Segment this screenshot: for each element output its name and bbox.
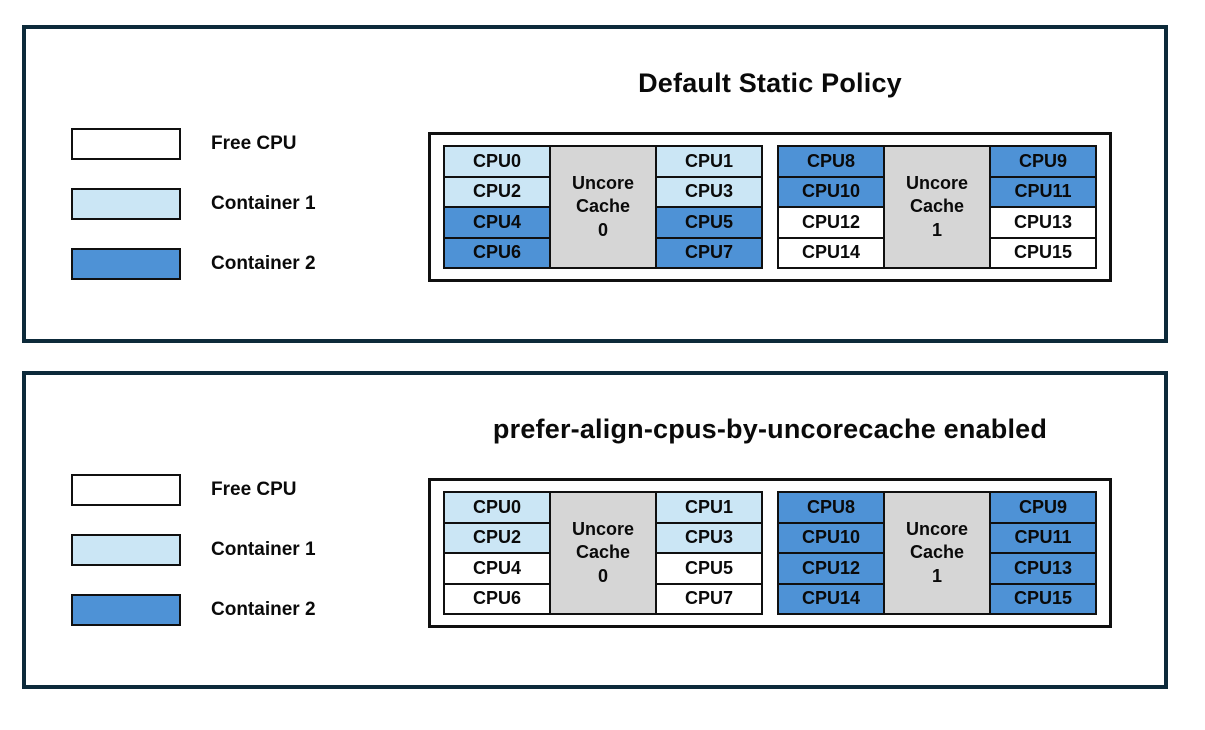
cpu-cell: CPU5	[657, 554, 761, 583]
uncore-cache-label: 0	[597, 219, 608, 240]
uncore-cache-label: Cache	[909, 542, 965, 563]
legend-item-free-cpu: Free CPU	[71, 474, 316, 506]
cpu-cell: CPU11	[991, 523, 1095, 552]
cpu-cell: CPU10	[779, 177, 883, 206]
cpu-cell: CPU4	[445, 554, 549, 583]
legend-swatch-container-2	[71, 248, 181, 280]
legend-item-container-1: Container 1	[71, 534, 316, 566]
legend-label: Free CPU	[211, 479, 297, 500]
uncore-cluster-0: CPU0 CPU2 CPU4 CPU6 Uncore Cache 0 CPU1 …	[443, 145, 763, 269]
panel-title: prefer-align-cpus-by-uncorecache enabled	[492, 414, 1048, 444]
cpu-cell: CPU13	[991, 208, 1095, 237]
cpu-cell: CPU5	[657, 208, 761, 237]
cpu-cell: CPU1	[657, 147, 761, 176]
cpu-cell: CPU3	[657, 177, 761, 206]
uncore-cache-label: Cache	[909, 196, 965, 217]
legend-swatch-free-cpu	[71, 474, 181, 506]
cpu-cell: CPU0	[445, 493, 549, 522]
uncore-cluster-1: CPU8 CPU10 CPU12 CPU14 Uncore Cache 1 CP…	[777, 491, 1097, 615]
uncore-cluster-0: CPU0 CPU2 CPU4 CPU6 Uncore Cache 0 CPU1 …	[443, 491, 763, 615]
legend: Free CPU Container 1 Container 2	[71, 474, 316, 626]
legend-label: Free CPU	[211, 133, 297, 154]
cpu-cell: CPU11	[991, 177, 1095, 206]
uncore-cache-cell: Uncore Cache 0	[551, 147, 655, 267]
cpu-cell: CPU7	[657, 584, 761, 613]
uncore-cluster-1: CPU8 CPU10 CPU12 CPU14 Uncore Cache 1 CP…	[777, 145, 1097, 269]
legend-label: Container 1	[211, 193, 316, 214]
cpu-cell: CPU9	[991, 147, 1095, 176]
cpu-cell: CPU3	[657, 523, 761, 552]
legend-item-container-1: Container 1	[71, 188, 316, 220]
cpu-cell: CPU2	[445, 523, 549, 552]
uncore-cache-cell: Uncore Cache 1	[885, 147, 989, 267]
legend-label: Container 2	[211, 253, 316, 274]
cpu-cell: CPU10	[779, 523, 883, 552]
legend-item-container-2: Container 2	[71, 248, 316, 280]
legend: Free CPU Container 1 Container 2	[71, 128, 316, 280]
cpu-cell: CPU2	[445, 177, 549, 206]
cpu-cell: CPU6	[445, 238, 549, 267]
legend-swatch-container-1	[71, 188, 181, 220]
uncore-cache-label: 1	[931, 565, 942, 586]
cpu-cell: CPU12	[779, 554, 883, 583]
uncore-cache-label: Uncore	[571, 518, 634, 539]
cpu-cell: CPU4	[445, 208, 549, 237]
legend-swatch-container-2	[71, 594, 181, 626]
uncore-cache-label: 0	[597, 565, 608, 586]
cpu-topology-diagram: CPU0 CPU2 CPU4 CPU6 Uncore Cache 0 CPU1 …	[428, 478, 1112, 628]
legend-item-container-2: Container 2	[71, 594, 316, 626]
legend-swatch-container-1	[71, 534, 181, 566]
cpu-cell: CPU15	[991, 584, 1095, 613]
cpu-cell: CPU13	[991, 554, 1095, 583]
cpu-cell: CPU9	[991, 493, 1095, 522]
cpu-cell: CPU14	[779, 238, 883, 267]
uncore-cache-cell: Uncore Cache 1	[885, 493, 989, 613]
uncore-cache-label: 1	[931, 219, 942, 240]
panel-title: Default Static Policy	[638, 68, 902, 98]
cpu-cell: CPU12	[779, 208, 883, 237]
panel-prefer-align-uncorecache: prefer-align-cpus-by-uncorecache enabled…	[22, 371, 1168, 689]
legend-swatch-free-cpu	[71, 128, 181, 160]
uncore-cache-cell: Uncore Cache 0	[551, 493, 655, 613]
cpu-cell: CPU6	[445, 584, 549, 613]
cpu-cell: CPU8	[779, 147, 883, 176]
legend-label: Container 1	[211, 539, 316, 560]
cpu-cell: CPU15	[991, 238, 1095, 267]
panel-default-static: Default Static Policy Free CPU Container…	[22, 25, 1168, 343]
cpu-cell: CPU0	[445, 147, 549, 176]
legend-item-free-cpu: Free CPU	[71, 128, 316, 160]
uncore-cache-label: Uncore	[571, 172, 634, 193]
cpu-cell: CPU14	[779, 584, 883, 613]
uncore-cache-label: Cache	[575, 542, 631, 563]
uncore-cache-label: Uncore	[905, 518, 968, 539]
cpu-cell: CPU8	[779, 493, 883, 522]
uncore-cache-label: Uncore	[905, 172, 968, 193]
cpu-cell: CPU1	[657, 493, 761, 522]
uncore-cache-label: Cache	[575, 196, 631, 217]
cpu-topology-diagram: CPU0 CPU2 CPU4 CPU6 Uncore Cache 0 CPU1 …	[428, 132, 1112, 282]
cpu-cell: CPU7	[657, 238, 761, 267]
legend-label: Container 2	[211, 599, 316, 620]
